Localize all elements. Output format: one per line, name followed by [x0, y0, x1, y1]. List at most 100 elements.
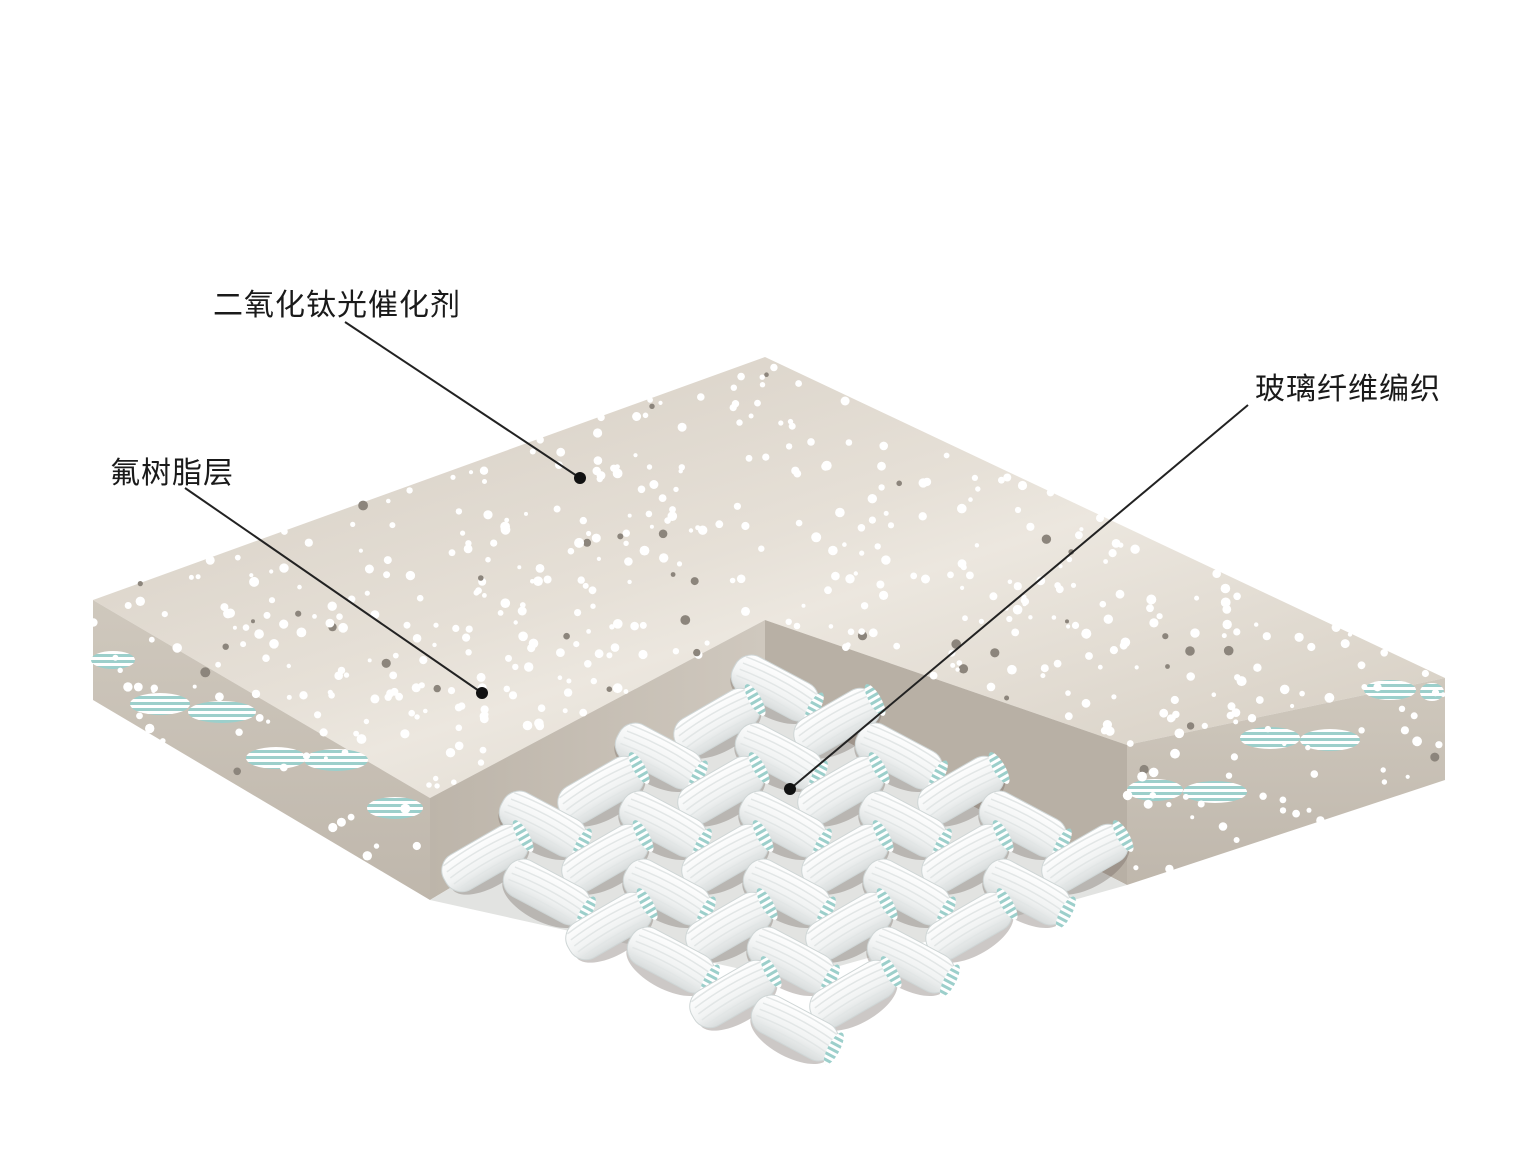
tio2-particle	[623, 689, 629, 694]
weave-tile	[866, 926, 960, 997]
tio2-particle	[622, 529, 630, 537]
tio2-particle	[956, 660, 963, 666]
weave-tile	[681, 820, 774, 895]
tio2-particle	[1219, 824, 1226, 831]
tio2-particle	[135, 596, 145, 606]
tio2-particle	[1292, 809, 1300, 818]
tio2-particle	[658, 400, 663, 405]
tio2-particle	[1012, 604, 1023, 615]
tio2-particle	[1259, 792, 1267, 800]
tio2-particle	[286, 663, 291, 669]
tio2-particle	[1036, 576, 1046, 586]
tio2-particle	[358, 548, 363, 553]
tio2-particle	[1410, 712, 1418, 720]
tio2-particle	[778, 420, 784, 426]
tio2-particle	[556, 648, 565, 657]
fiber-cross-section	[367, 797, 423, 819]
tio2-particle	[1053, 659, 1062, 668]
tio2-particle	[1118, 542, 1124, 548]
tio2-particle	[286, 694, 292, 700]
tio2-particle	[623, 540, 629, 546]
tio2-particle	[266, 719, 271, 724]
tio2-particle	[408, 709, 416, 717]
tio2-particle	[327, 601, 337, 611]
tio2-particle	[405, 570, 416, 581]
tio2-particle	[454, 703, 463, 712]
tio2-particle	[451, 779, 457, 785]
tio2-particle	[232, 625, 237, 630]
tio2-particle	[1305, 744, 1311, 751]
tio2-particle	[112, 654, 119, 661]
tio2-particle	[406, 487, 413, 494]
tio2-particle	[268, 597, 276, 604]
tio2-particle	[392, 652, 399, 659]
tio2-particle	[1026, 522, 1035, 531]
tio2-particle	[840, 396, 850, 406]
tio2-particle	[269, 639, 279, 649]
tio2-particle	[1233, 592, 1241, 601]
tio2-particle	[1165, 864, 1174, 874]
tio2-particle	[347, 813, 355, 821]
tio2-particle	[386, 498, 391, 504]
weave-tile	[557, 752, 650, 827]
tio2-particle	[759, 382, 766, 388]
tio2-particle	[281, 528, 288, 535]
tio2-particle	[1017, 480, 1028, 491]
tio2-particle	[395, 692, 403, 701]
tio2-particle	[334, 671, 344, 680]
tio2-particle	[974, 543, 980, 548]
fiber-cross-section	[1364, 680, 1416, 700]
tio2-particle	[447, 687, 456, 695]
tio2-particle	[426, 782, 432, 788]
tio2-particle	[614, 464, 620, 470]
tio2-particle	[1211, 692, 1217, 697]
weave-tile	[917, 752, 1010, 827]
tio2-particle	[562, 708, 568, 714]
tio2-particle	[497, 610, 504, 616]
tio2-particle	[1081, 698, 1091, 708]
tio2-particle	[328, 822, 338, 833]
tio2-particle	[1233, 628, 1241, 636]
tio2-particle	[234, 554, 241, 561]
tio2-particle	[858, 628, 865, 635]
tio2-particle	[1159, 708, 1169, 718]
tio2-particle	[957, 559, 967, 568]
tio2-particle	[574, 609, 582, 617]
tio2-particle	[463, 544, 473, 554]
tio2-particle	[563, 688, 573, 697]
tio2-particle	[504, 517, 510, 523]
tio2-particle	[1227, 702, 1236, 711]
tio2-particle	[874, 543, 881, 550]
weave-tile	[685, 888, 778, 963]
tio2-particle	[730, 384, 737, 391]
tio2-particle	[1299, 690, 1305, 697]
weave-tile	[921, 820, 1014, 895]
tio2-particle	[1028, 615, 1033, 620]
tio2-particle	[1020, 597, 1027, 604]
tio2-particle	[192, 684, 197, 689]
tio2-particle	[754, 399, 761, 407]
tio2-particle	[383, 571, 391, 579]
tio2-particle	[597, 413, 605, 422]
tio2-particle	[672, 648, 680, 655]
tio2-particle	[811, 532, 822, 543]
tio2-particle	[639, 545, 650, 556]
tio2-particle	[295, 610, 302, 617]
tio2-particle	[205, 555, 215, 565]
tio2-particle	[1236, 676, 1247, 687]
tio2-particle	[479, 714, 489, 724]
tio2-particle	[418, 682, 425, 689]
tio2-particle	[1126, 740, 1134, 747]
tio2-particle	[877, 461, 886, 471]
tio2-particle	[319, 728, 328, 737]
tio2-particle	[356, 734, 367, 744]
weave-tile	[797, 752, 890, 827]
tio2-particle	[729, 577, 736, 584]
tio2-particle	[452, 624, 460, 633]
tio2-particle	[1430, 752, 1440, 762]
tio2-particle	[584, 660, 592, 668]
tio2-particle	[383, 556, 392, 565]
tio2-particle	[878, 484, 885, 491]
tio2-particle	[1146, 594, 1157, 605]
weave-tile	[622, 858, 716, 929]
